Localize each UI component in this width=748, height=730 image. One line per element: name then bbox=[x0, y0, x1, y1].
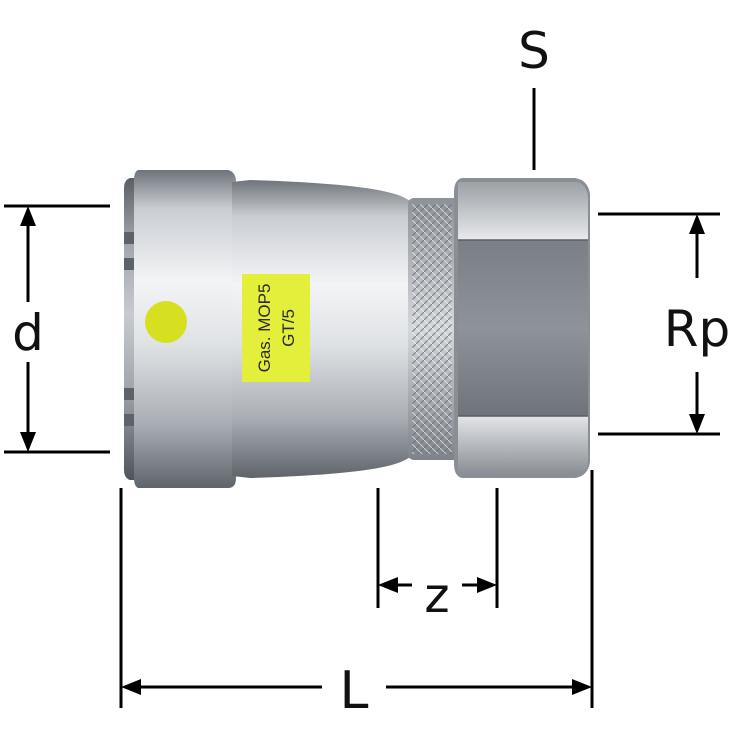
knurl-texture bbox=[412, 204, 452, 454]
dimension-label-d: d bbox=[12, 304, 44, 362]
arrow-l-right bbox=[572, 679, 592, 695]
arrow-z-right bbox=[477, 577, 497, 593]
hex-top-face bbox=[458, 182, 588, 240]
arrow-z-left bbox=[378, 577, 398, 593]
label-background bbox=[242, 274, 310, 382]
dimension-label-s: S bbox=[518, 22, 550, 80]
label-line-2: GT/5 bbox=[279, 309, 298, 347]
arrow-l-left bbox=[121, 679, 141, 695]
body-tube bbox=[232, 180, 420, 478]
hex-middle-flat bbox=[458, 240, 588, 416]
arrow-d-up bbox=[20, 206, 36, 226]
dimension-label-z: z bbox=[424, 568, 449, 624]
arrow-rp-up bbox=[689, 214, 705, 234]
hex-bottom-face bbox=[458, 416, 588, 474]
dimension-label-rp: Rp bbox=[664, 300, 730, 358]
arrowheads bbox=[20, 206, 705, 695]
dimension-label-l: L bbox=[340, 661, 369, 721]
arrow-rp-down bbox=[689, 414, 705, 434]
product-label: Gas. MOP5 GT/5 bbox=[242, 274, 310, 382]
sleeve-notches bbox=[124, 232, 134, 426]
hex-nut bbox=[454, 178, 590, 478]
label-line-1: Gas. MOP5 bbox=[255, 284, 274, 373]
marker-dot bbox=[145, 301, 187, 343]
arrow-d-down bbox=[20, 432, 36, 452]
fitting-body bbox=[124, 170, 590, 488]
